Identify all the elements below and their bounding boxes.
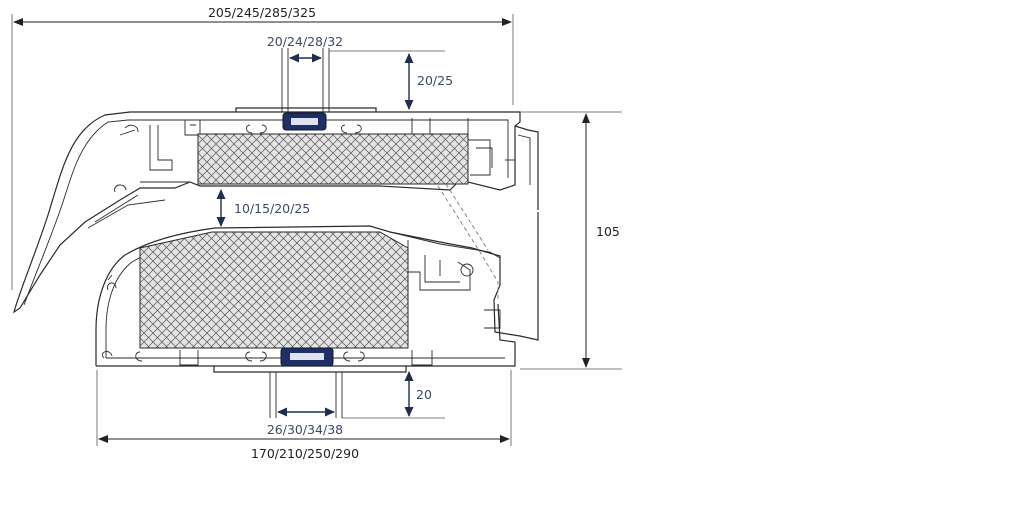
top-frame-profile [12, 107, 539, 314]
dimension-bottom-rebate-width: 26/30/34/38 [267, 372, 343, 437]
label-total-height: 105 [596, 224, 620, 239]
dimension-top-rebate-width: 20/24/28/32 [267, 34, 343, 112]
label-bottom-overall-width: 170/210/250/290 [251, 446, 359, 461]
top-insulation-block [197, 133, 469, 185]
dimension-total-height: 105 [520, 111, 622, 370]
label-gap: 10/15/20/25 [234, 201, 310, 216]
dimension-bottom-overall-width: 170/210/250/290 [96, 370, 512, 461]
label-top-rebate-depth: 20/25 [417, 73, 453, 88]
label-bottom-rebate-depth: 20 [416, 387, 432, 402]
label-bottom-rebate-width: 26/30/34/38 [267, 422, 343, 437]
bottom-insulation-block [139, 231, 409, 349]
dimension-top-overall-width: 205/245/285/325 [11, 5, 514, 290]
label-top-overall-width: 205/245/285/325 [208, 5, 316, 20]
label-top-rebate-width: 20/24/28/32 [267, 34, 343, 49]
glazing-bead-dashed [389, 183, 501, 300]
dimension-bottom-rebate-depth: 20 [342, 371, 445, 419]
dimension-top-rebate-depth: 20/25 [329, 50, 453, 110]
top-gasket [282, 112, 327, 131]
dimension-gap: 10/15/20/25 [216, 189, 310, 227]
bottom-gasket [280, 347, 334, 367]
